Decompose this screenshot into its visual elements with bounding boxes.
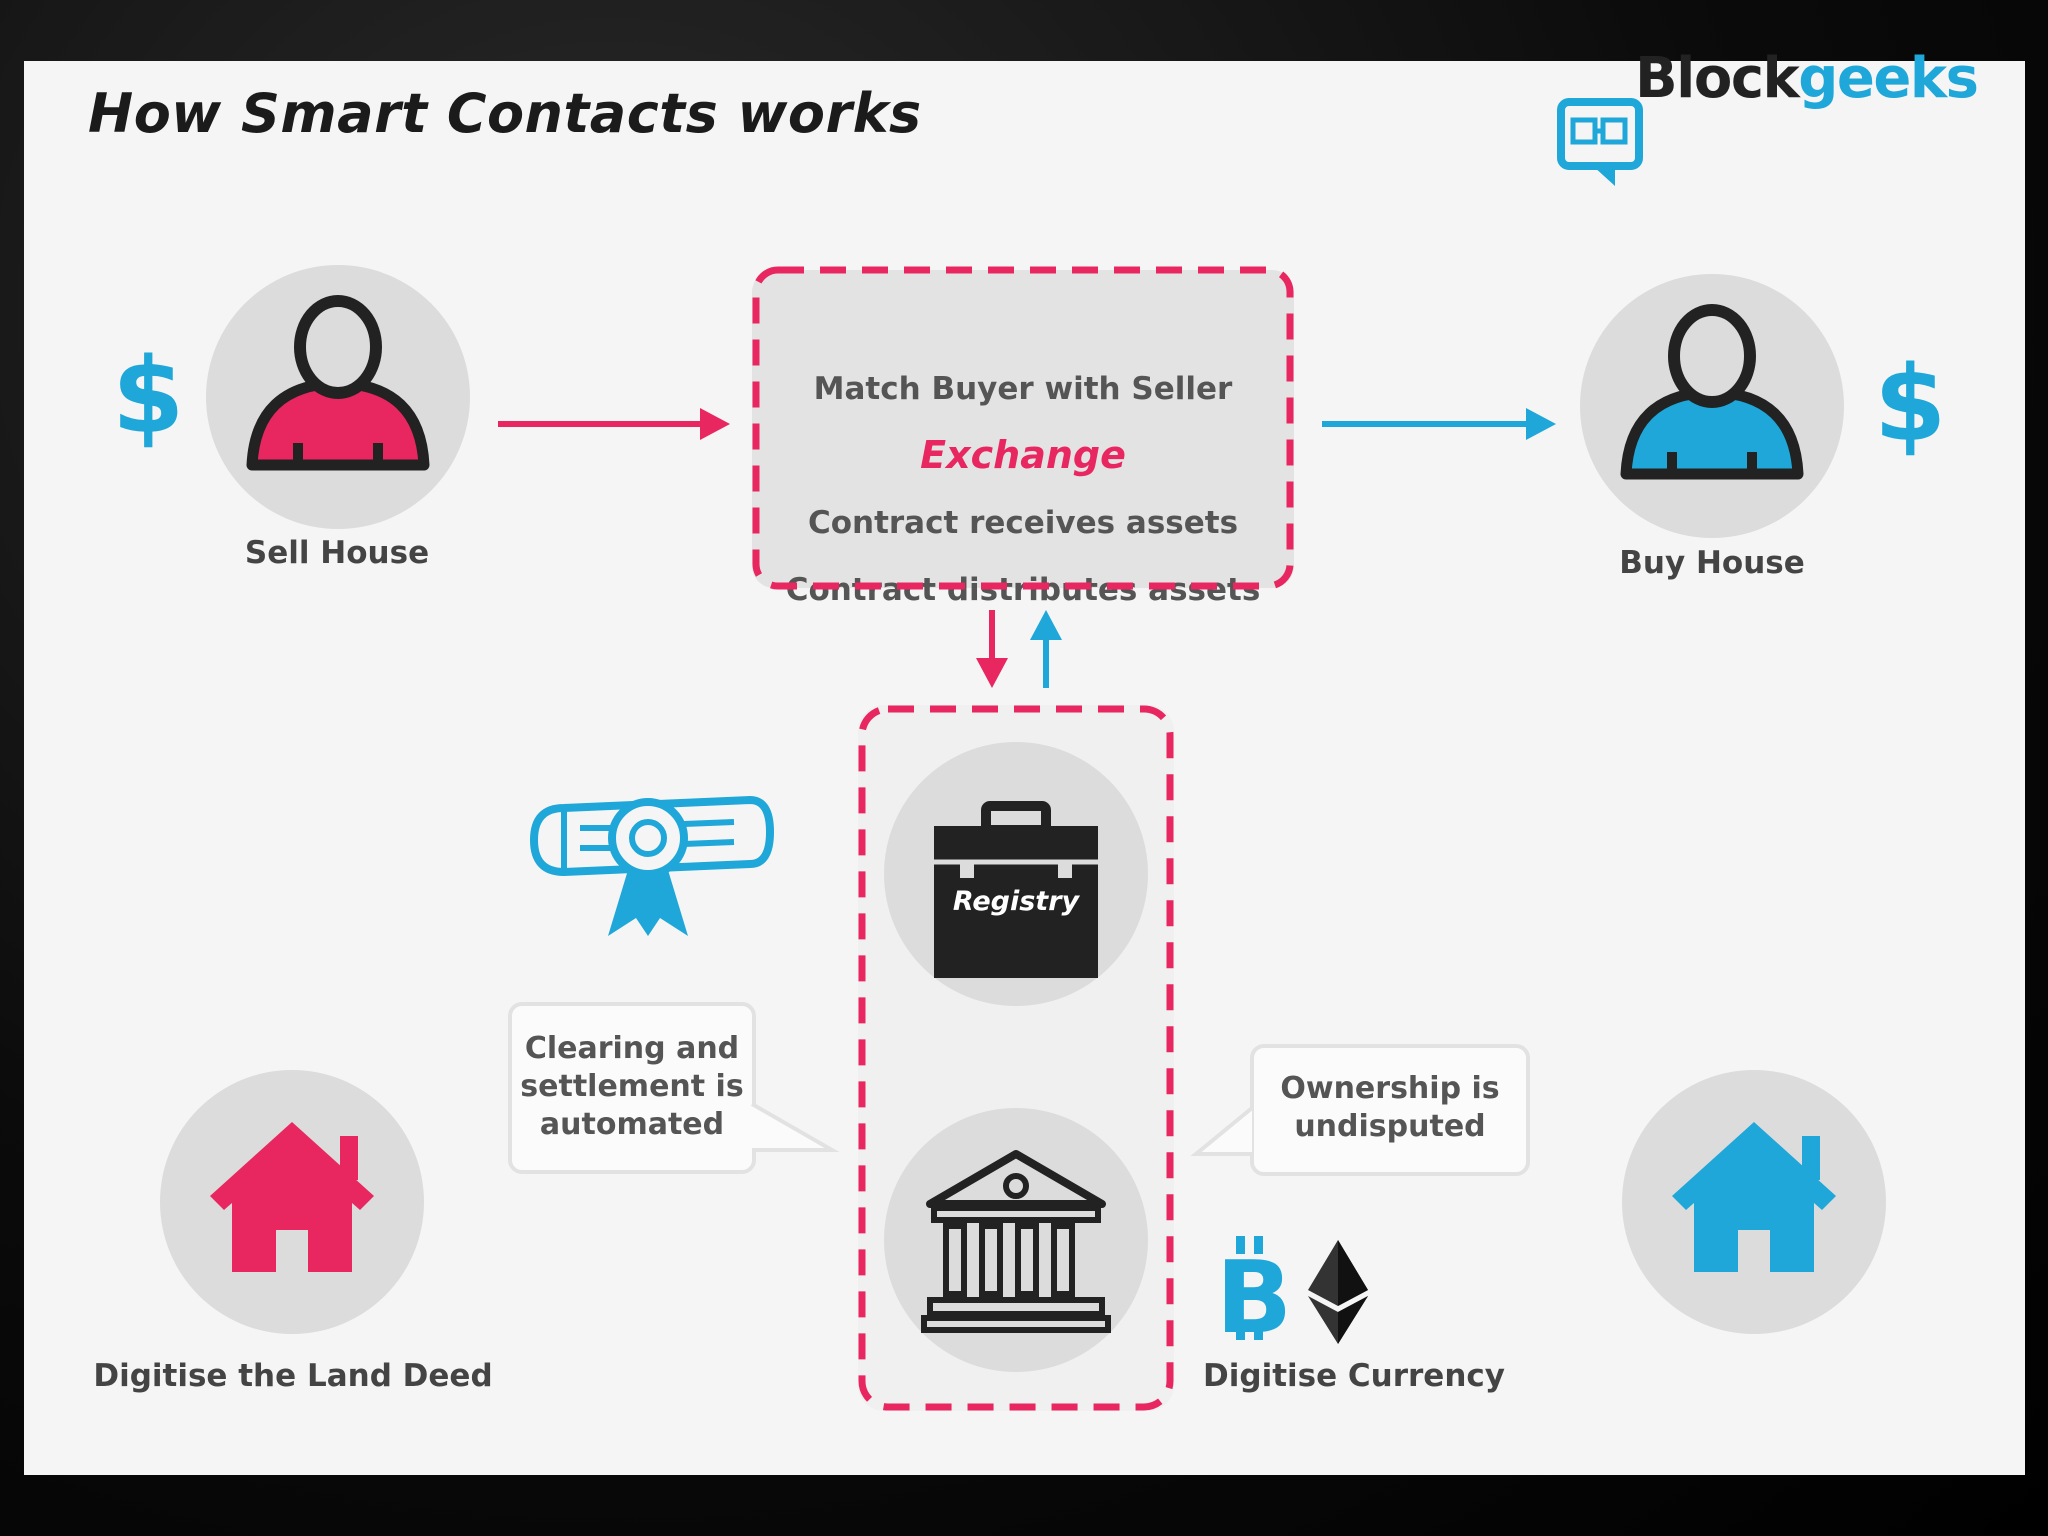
buyer-dollar-icon: $: [1874, 343, 1947, 465]
exchange-line-match: Match Buyer with Seller: [813, 371, 1233, 407]
house-pink-icon: [210, 1122, 374, 1272]
certificate-ribbon-icon: [529, 795, 775, 936]
currency-label: Digitise Currency: [1203, 1358, 1505, 1394]
land-deed-label: Digitise the Land Deed: [93, 1358, 493, 1394]
ethereum-icon: [1308, 1240, 1368, 1344]
left-bubble-pointer: [751, 1102, 840, 1152]
right-bubble-line-2: undisputed: [1294, 1109, 1486, 1144]
registry-column-dashed-border: [858, 705, 1174, 1411]
bank-building-icon: [921, 1150, 1111, 1333]
bitcoin-icon: B: [1216, 1236, 1292, 1356]
left-bubble-line-1: Clearing and: [524, 1031, 740, 1066]
clearing-settlement-bubble: Clearing and settlement is automated: [508, 1002, 756, 1174]
exchange-box-dashed-border: [752, 266, 1294, 590]
exchange-line-distributes: Contract distributes assets: [785, 572, 1261, 608]
house-blue-icon: [1672, 1122, 1836, 1272]
exchange-heading: Exchange: [920, 433, 1126, 477]
exchange-registry-arrows: [976, 610, 1062, 688]
person-blue-icon: [1620, 304, 1804, 480]
seller-to-exchange-arrow: [498, 408, 730, 440]
logo-text-accent: geeks: [1798, 46, 1979, 111]
person-pink-icon: [246, 295, 430, 471]
seller-dollar-icon: $: [112, 335, 185, 457]
exchange-line-receives: Contract receives assets: [807, 505, 1239, 541]
right-bubble-pointer: [1190, 1106, 1254, 1156]
left-bubble-line-3: automated: [539, 1107, 725, 1142]
right-bubble-line-1: Ownership is: [1280, 1071, 1500, 1106]
blockgeeks-logo-text: Blockgeeks: [1635, 46, 1979, 111]
seller-label: Sell House: [244, 535, 430, 571]
registry-label: Registry: [953, 886, 1081, 917]
buyer-label: Buy House: [1619, 545, 1805, 581]
logo-text-dark: Block: [1635, 46, 1800, 111]
left-bubble-line-2: settlement is: [520, 1069, 744, 1104]
diagram-title: How Smart Contacts works: [88, 82, 922, 145]
blockgeeks-logo-icon: [1557, 98, 1643, 186]
exchange-to-buyer-arrow: [1322, 408, 1556, 440]
exchange-box: Match Buyer with Seller Exchange Contrac…: [752, 270, 1294, 608]
briefcase-icon: Registry: [934, 801, 1098, 978]
ownership-bubble: Ownership is undisputed: [1250, 1044, 1530, 1176]
